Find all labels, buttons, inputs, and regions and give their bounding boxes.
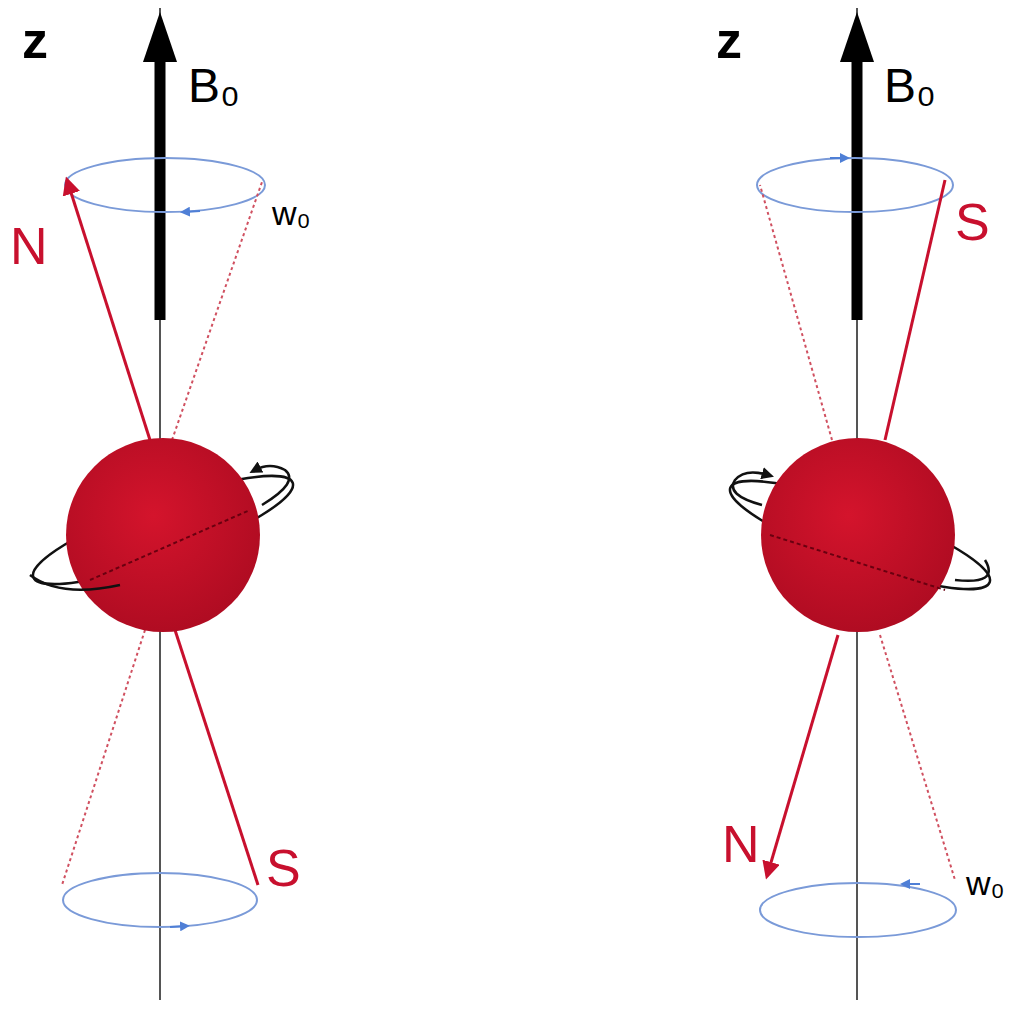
pole-label: N <box>722 818 760 870</box>
pole-label: S <box>266 842 301 894</box>
field-label: B₀ <box>884 62 936 110</box>
pole-label: N <box>10 220 48 272</box>
frequency-label: w₀ <box>966 866 1005 900</box>
pole-label: S <box>955 196 990 248</box>
axis-label: z <box>716 14 742 66</box>
frequency-label: w₀ <box>272 196 311 230</box>
left-proton <box>24 8 303 1000</box>
axis-label: z <box>22 14 48 66</box>
field-label: B₀ <box>188 62 240 110</box>
right-proton <box>721 8 1000 1000</box>
